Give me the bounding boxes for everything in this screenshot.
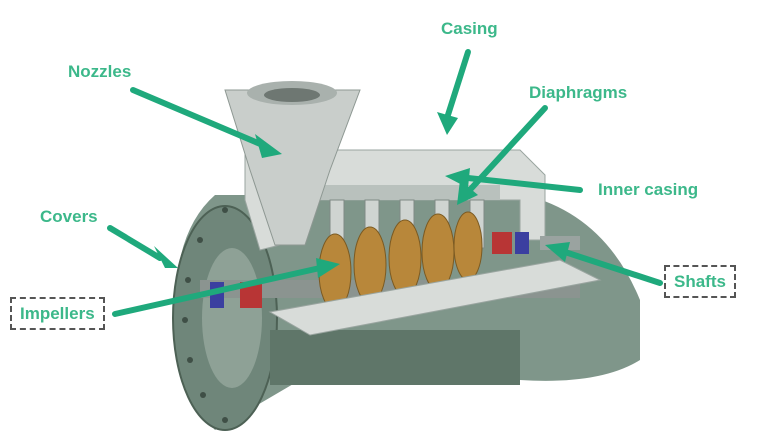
label-diaphragms: Diaphragms bbox=[529, 83, 628, 102]
bolt bbox=[187, 357, 193, 363]
bolt bbox=[200, 392, 206, 398]
impellers bbox=[318, 211, 483, 311]
seal-red-right bbox=[492, 232, 512, 254]
label-nozzles: Nozzles bbox=[68, 62, 132, 81]
label-shafts: Shafts bbox=[664, 265, 736, 298]
label-casing: Casing bbox=[441, 19, 498, 38]
impeller-3 bbox=[388, 219, 422, 297]
seal-blue-right bbox=[515, 232, 529, 254]
casing-underside bbox=[270, 330, 520, 385]
arrow-casing bbox=[437, 49, 471, 135]
impeller-5 bbox=[453, 211, 483, 281]
arrow-inner-casing bbox=[445, 168, 583, 193]
bolt bbox=[182, 317, 188, 323]
label-inner-casing: Inner casing bbox=[598, 180, 699, 199]
cover-bolts bbox=[182, 207, 228, 423]
arrow-nozzles bbox=[130, 87, 282, 158]
bolt bbox=[197, 237, 203, 243]
inner-casing-wall bbox=[320, 185, 500, 200]
annotation-arrows bbox=[107, 49, 663, 317]
label-covers: Covers bbox=[40, 207, 98, 226]
bolt bbox=[222, 417, 228, 423]
arrow-covers bbox=[107, 225, 178, 268]
arrow-shafts bbox=[545, 242, 663, 286]
bolt bbox=[185, 277, 191, 283]
nozzle-body bbox=[224, 89, 361, 246]
arrow-impellers bbox=[112, 258, 340, 317]
nozzle bbox=[224, 81, 361, 246]
seal-red-left bbox=[240, 282, 262, 308]
label-impellers: Impellers bbox=[10, 297, 105, 330]
nozzle-bore bbox=[264, 88, 320, 102]
cover-inner-face bbox=[202, 248, 262, 388]
impeller-4 bbox=[421, 213, 455, 291]
bolt bbox=[222, 207, 228, 213]
lower-casing-cut-face bbox=[268, 259, 602, 336]
